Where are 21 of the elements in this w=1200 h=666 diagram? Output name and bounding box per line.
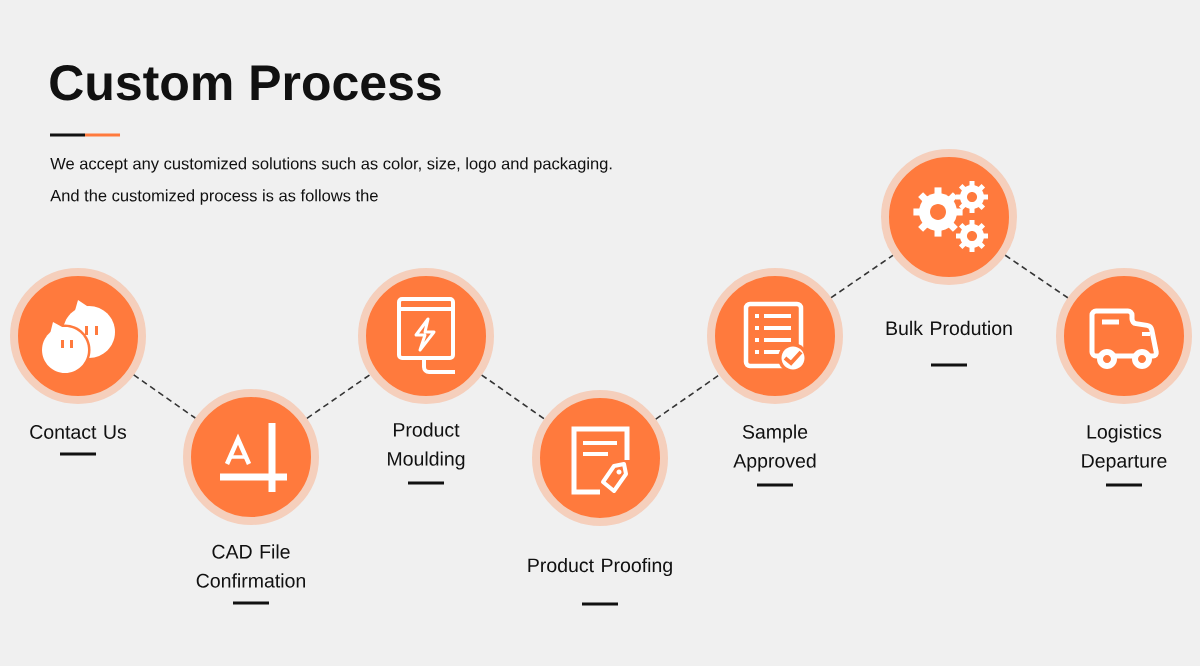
dashed-connector [1004,254,1069,299]
description-text: And the customized process is as follows the [50,189,378,205]
step-circle [707,268,843,404]
step-label: Product Proofing [528,557,672,577]
step-label: Bulk Prodution [886,320,1012,336]
step-label: Product Moulding [388,422,465,470]
dashed-connector [655,374,720,420]
step-circle [532,390,668,526]
dashed-connector [306,373,371,420]
description-text: We accept any customized solutions such as color, size, logo and packaging. [50,157,612,173]
step-label: Sample Approved [733,424,816,472]
step-circle [358,268,494,404]
step-circle [1056,268,1192,404]
title: Custom Process [50,65,441,101]
step-label: CAD File Confirmation [196,544,305,588]
step-label: Logistics Departure [1082,424,1167,472]
dashed-connector [830,254,894,299]
step-label: Contact Us [30,425,127,439]
dashed-connector [480,374,546,420]
dashed-connector [132,374,197,419]
step-circle [183,389,319,525]
